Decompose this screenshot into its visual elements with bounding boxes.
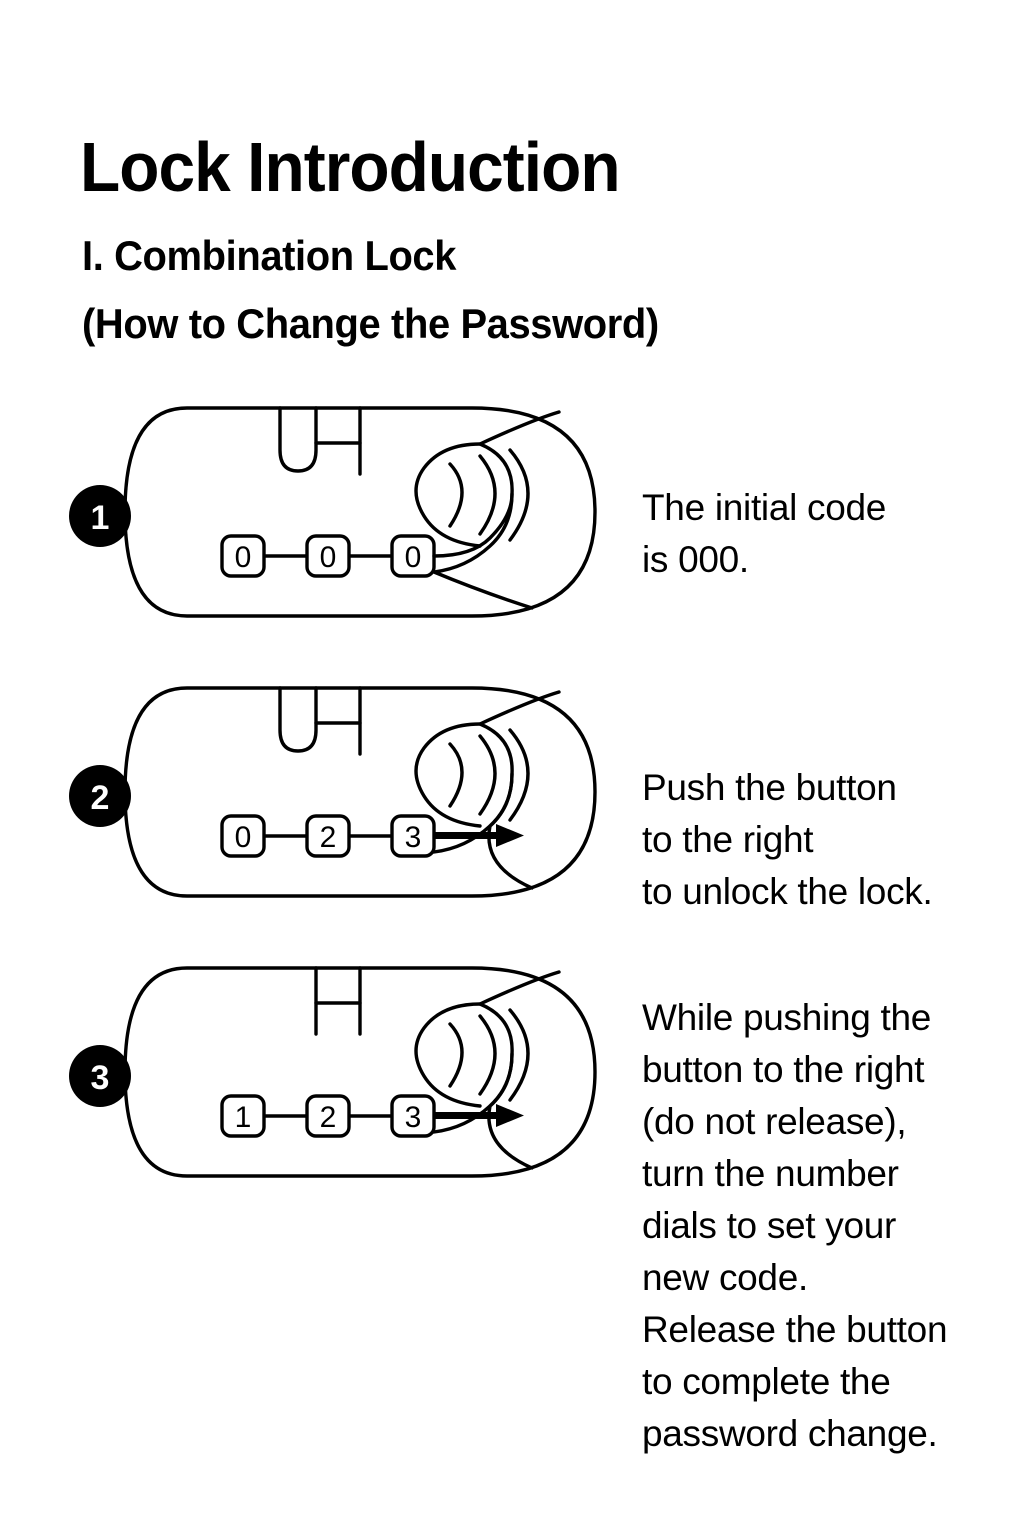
shackle-open	[314, 966, 362, 1036]
step-badge: 3	[69, 1045, 131, 1107]
dial-digit: 2	[320, 1101, 337, 1134]
caption-line: is 000.	[642, 539, 749, 580]
lock-body	[123, 686, 597, 898]
dial-digit: 1	[235, 1101, 252, 1134]
lock-diagram-step-3: 1 2 3 3	[62, 946, 632, 1198]
dial-digit: 3	[405, 821, 422, 854]
section-subtitle: I. Combination Lock (How to Change the P…	[82, 222, 659, 358]
caption-line: to the right	[642, 819, 814, 860]
dial-digit: 2	[320, 821, 337, 854]
dial-digit: 0	[405, 541, 422, 574]
caption-line: While pushing the	[642, 997, 932, 1038]
step-1: 0 0 0 1 The initial code is 000.	[0, 386, 1024, 638]
shackle-closed	[278, 686, 362, 756]
dial-box-2	[305, 534, 351, 578]
caption-line: password change.	[642, 1413, 938, 1454]
lock-diagram-step-2: 0 2 3 2	[62, 666, 632, 918]
arrow-right-icon	[434, 1104, 524, 1127]
thumb-press-icon	[414, 690, 561, 890]
arrow-right-icon	[434, 824, 524, 847]
caption-line: dials to set your	[642, 1205, 897, 1246]
subtitle-line-1: I. Combination Lock	[82, 232, 457, 279]
step-badge-label: 2	[91, 779, 110, 817]
shackle-closed	[278, 406, 362, 476]
subtitle-line-2: (How to Change the Password)	[82, 300, 659, 348]
lock-body	[123, 406, 597, 618]
dial-box-2	[305, 1094, 351, 1138]
lock-diagram-step-1: 0 0 0 1	[62, 386, 632, 638]
lock-body	[123, 966, 597, 1178]
step-badge-label: 3	[91, 1059, 110, 1097]
step-badge: 2	[69, 765, 131, 827]
caption-line: Push the button	[642, 767, 897, 808]
step-badge: 1	[69, 485, 131, 547]
step-2: 0 2 3 2 Push the button to the right to …	[0, 666, 1024, 926]
dial-box-2	[305, 814, 351, 858]
caption-line: new code.	[642, 1257, 808, 1298]
caption-line: (do not release),	[642, 1101, 907, 1142]
caption-line: The initial code	[642, 487, 887, 528]
dial-digit: 3	[405, 1101, 422, 1134]
caption-line: turn the number	[642, 1153, 899, 1194]
step-3: 1 2 3 3 While pushing the button to the …	[0, 946, 1024, 1454]
caption-line: Release the button	[642, 1309, 948, 1350]
caption-line: to unlock the lock.	[642, 871, 933, 912]
page-title: Lock Introduction	[80, 127, 621, 206]
caption-line: button to the right	[642, 1049, 925, 1090]
dial-digit: 0	[320, 541, 337, 574]
dial-box-1	[220, 1094, 266, 1138]
step-1-caption: The initial code is 000.	[642, 482, 886, 586]
dial-box-1	[220, 814, 266, 858]
caption-line: to complete the	[642, 1361, 891, 1402]
dial-box-1	[220, 534, 266, 578]
thumb-press-icon	[414, 410, 561, 610]
step-2-caption: Push the button to the right to unlock t…	[642, 762, 933, 918]
dial-digit: 0	[235, 821, 252, 854]
step-3-caption: While pushing the button to the right (d…	[642, 992, 948, 1460]
step-badge-label: 1	[91, 499, 110, 537]
dial-digit: 0	[235, 541, 252, 574]
thumb-press-icon	[414, 970, 561, 1170]
